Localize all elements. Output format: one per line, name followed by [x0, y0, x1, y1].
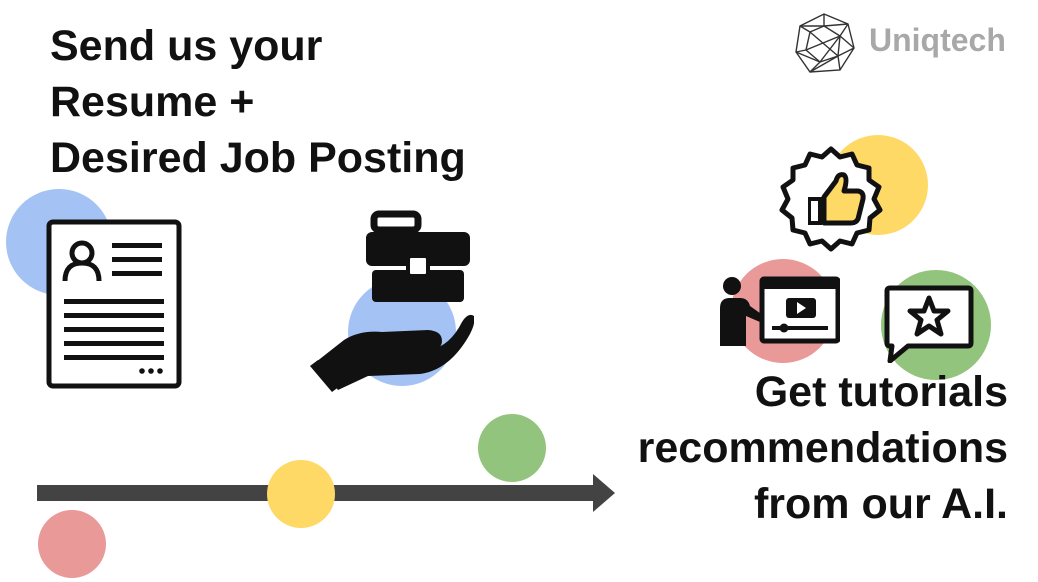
briefcase-in-hand-icon: [310, 210, 474, 392]
star-speech-bubble-icon: [884, 285, 974, 363]
video-tutorial-presenter-icon: [718, 276, 840, 346]
geodesic-polyhedron-icon: [792, 12, 856, 74]
headline-line-2: Resume +: [50, 78, 255, 126]
red-circle-timeline: [38, 510, 106, 578]
resume-document-icon: [46, 219, 182, 389]
headline: Send us your Resume + Desired Job Postin…: [50, 18, 570, 186]
caption-line-1: Get tutorials: [754, 368, 1008, 416]
green-circle-timeline: [478, 414, 546, 482]
headline-line-1: Send us your: [50, 22, 323, 70]
yellow-circle-timeline: [267, 460, 335, 528]
caption: Get tutorials recommendations from our A…: [548, 364, 1008, 532]
caption-line-2: recommendations: [637, 424, 1008, 472]
brand-name: Uniqtech: [869, 22, 1006, 58]
caption-line-3: from our A.I.: [753, 480, 1008, 528]
headline-line-3: Desired Job Posting: [50, 134, 466, 182]
thumbs-up-badge-icon: [776, 145, 886, 255]
